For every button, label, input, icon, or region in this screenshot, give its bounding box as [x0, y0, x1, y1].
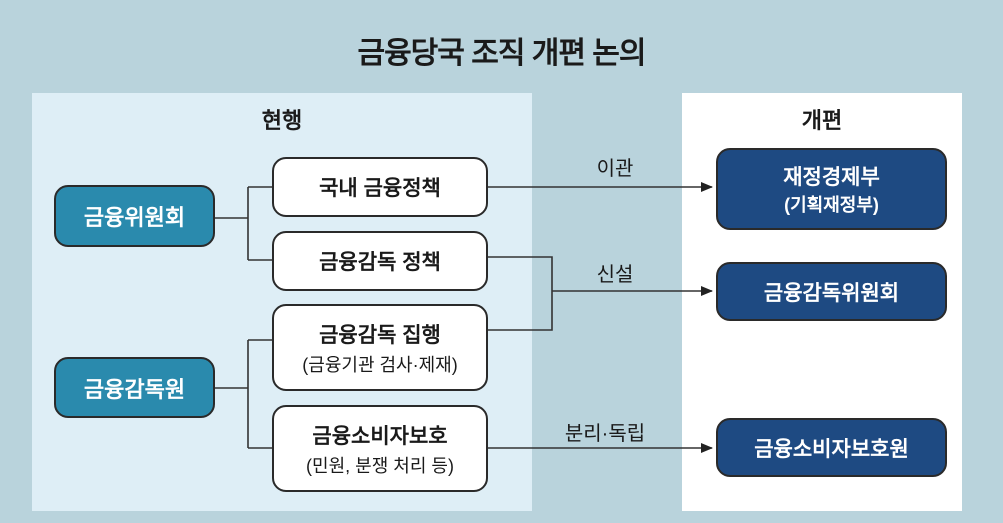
- function-consumer-protection: 금융소비자보호 (민원, 분쟁 처리 등): [272, 405, 488, 492]
- function-label: 국내 금융정책: [319, 177, 441, 200]
- arrow-label-separate: 분리·독립: [564, 423, 646, 445]
- diagram-title: 금융당국 조직 개편 논의: [357, 37, 646, 70]
- org-label: 금융소비자보호원: [754, 437, 909, 461]
- fsc-connector: [215, 186, 272, 261]
- function-label: 금융감독 집행: [319, 323, 441, 347]
- org-fss: 금융감독원: [54, 357, 215, 418]
- fss-connector: [215, 339, 272, 449]
- org-fsc: 금융위원회: [54, 185, 215, 247]
- function-supervision-policy: 금융감독 정책: [272, 231, 488, 291]
- reform-org-fsc-new: 금융감독위원회: [716, 262, 947, 321]
- function-label: 금융감독 정책: [319, 251, 441, 274]
- org-sublabel: (기획재정부): [784, 195, 879, 215]
- function-sublabel: (민원, 분쟁 처리 등): [306, 455, 454, 476]
- org-label: 금융감독위원회: [763, 281, 900, 305]
- org-label: 금융감독원: [83, 376, 186, 402]
- reform-heading: 개편: [801, 108, 843, 133]
- current-heading: 현행: [261, 108, 303, 133]
- org-label: 금융위원회: [83, 205, 186, 230]
- arrow-label-new: 신설: [596, 264, 634, 286]
- reform-org-consumer: 금융소비자보호원: [716, 418, 947, 477]
- reform-org-mof: 재정경제부 (기획재정부): [716, 148, 947, 230]
- arrow-label-transfer: 이관: [596, 158, 634, 180]
- org-label: 재정경제부: [783, 166, 880, 189]
- function-supervision-enforcement: 금융감독 집행 (금융기관 검사·제재): [272, 304, 488, 391]
- arrow-new: [487, 256, 712, 331]
- function-label: 금융소비자보호: [312, 424, 448, 448]
- function-domestic-policy: 국내 금융정책: [272, 157, 488, 217]
- function-sublabel: (금융기관 검사·제재): [302, 354, 458, 375]
